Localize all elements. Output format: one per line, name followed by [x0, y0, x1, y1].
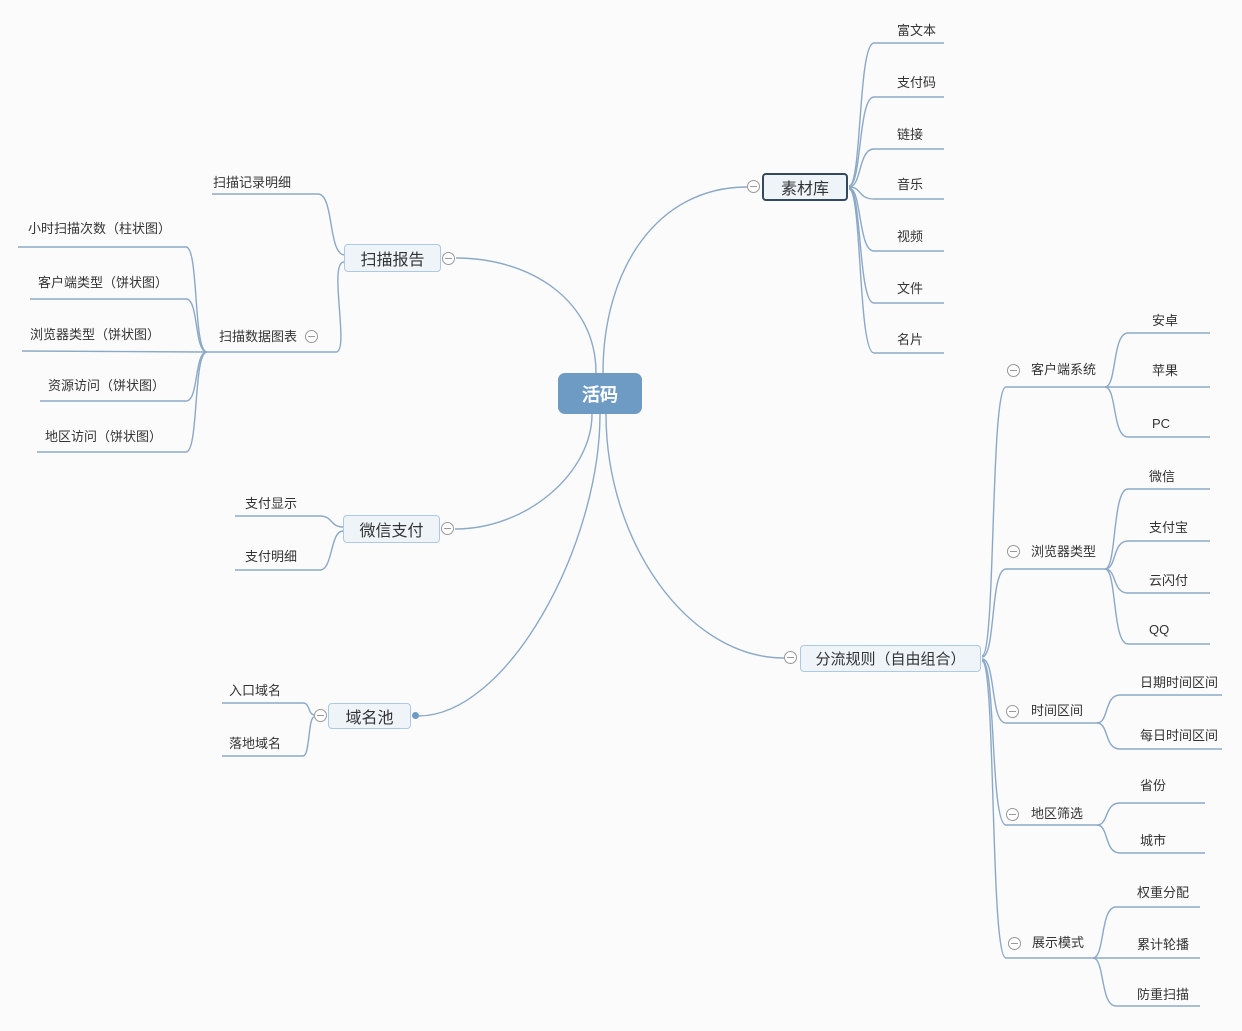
- root-node[interactable]: 活码: [558, 373, 642, 414]
- connector-android: [1104, 332, 1129, 388]
- node-landing-domain[interactable]: 落地域名: [229, 736, 282, 751]
- node-link[interactable]: 链接: [897, 127, 924, 142]
- node-date-range[interactable]: 日期时间区间: [1140, 675, 1219, 690]
- collapse-icon-domain-pool[interactable]: [314, 709, 327, 722]
- node-browser-type[interactable]: 浏览器类型: [1031, 544, 1097, 559]
- collapse-icon-wechat-pay[interactable]: [441, 522, 454, 535]
- node-music[interactable]: 音乐: [897, 177, 924, 192]
- collapse-icon-region-filter[interactable]: [1006, 808, 1019, 821]
- node-split-rules[interactable]: 分流规则（自由组合）: [800, 645, 981, 672]
- connector-pc: [1104, 386, 1129, 438]
- connector-display-mode: [981, 660, 1007, 959]
- node-entry-domain[interactable]: 入口域名: [229, 683, 282, 698]
- connector-card: [848, 188, 875, 354]
- node-alipay[interactable]: 支付宝: [1149, 520, 1189, 535]
- connector-city: [1096, 824, 1121, 854]
- connector-root-scan-report: [455, 257, 597, 374]
- node-time-range[interactable]: 时间区间: [1031, 703, 1084, 718]
- node-pc[interactable]: PC: [1152, 416, 1171, 431]
- collapse-icon-client-system[interactable]: [1007, 364, 1020, 377]
- node-domain-pool[interactable]: 域名池: [328, 703, 411, 729]
- connector-entry-domain: [302, 702, 315, 716]
- node-wechat-pay[interactable]: 微信支付: [343, 515, 440, 543]
- connector-root-material-lib: [602, 186, 748, 374]
- node-region-visit-pie[interactable]: 地区访问（饼状图）: [45, 429, 163, 444]
- connector-weight: [1092, 906, 1117, 959]
- node-scan-report[interactable]: 扫描报告: [344, 244, 441, 272]
- node-client-system[interactable]: 客户端系统: [1031, 362, 1097, 377]
- connector-root-domain-pool: [417, 413, 601, 717]
- connector-client-system: [981, 386, 1007, 657]
- node-display-mode[interactable]: 展示模式: [1032, 935, 1085, 950]
- connector-landing-domain: [302, 716, 315, 757]
- node-android[interactable]: 安卓: [1152, 313, 1179, 328]
- node-video[interactable]: 视频: [897, 229, 924, 244]
- connector-client-type-chart: [185, 298, 208, 353]
- connector-link: [848, 148, 875, 188]
- node-material-lib[interactable]: 素材库: [762, 173, 848, 201]
- connector-alipay: [1104, 540, 1129, 570]
- collapse-icon-material-lib[interactable]: [747, 180, 760, 193]
- connector-pay-code: [848, 96, 875, 187]
- connector-browser-type: [981, 568, 1007, 658]
- collapse-icon-scan-report[interactable]: [442, 252, 455, 265]
- node-client-type-pie[interactable]: 客户端类型（饼状图）: [38, 275, 169, 290]
- node-pay-display[interactable]: 支付显示: [245, 496, 298, 511]
- collapse-icon-time-range[interactable]: [1006, 705, 1019, 718]
- anchor-dot-icon: [412, 712, 419, 719]
- underline-browser-type-chart: [21, 350, 206, 353]
- collapse-icon-split-rules[interactable]: [784, 651, 797, 664]
- collapse-icon-display-mode[interactable]: [1008, 937, 1021, 950]
- node-browser-type-pie[interactable]: 浏览器类型（饼状图）: [30, 327, 161, 342]
- node-pay-code[interactable]: 支付码: [897, 75, 937, 90]
- node-rich-text[interactable]: 富文本: [897, 23, 937, 38]
- connector-hour-scan: [185, 246, 208, 353]
- connector-daily-range: [1096, 722, 1121, 750]
- node-province[interactable]: 省份: [1140, 778, 1167, 793]
- node-file[interactable]: 文件: [897, 281, 924, 296]
- node-weight-assign[interactable]: 权重分配: [1137, 885, 1190, 900]
- node-city[interactable]: 城市: [1140, 833, 1167, 848]
- node-qq[interactable]: QQ: [1149, 622, 1170, 637]
- connector-pay-display: [319, 515, 344, 528]
- connector-scan-record-detail: [317, 193, 345, 256]
- node-scan-record-detail[interactable]: 扫描记录明细: [213, 175, 292, 190]
- connector-qq: [1104, 568, 1129, 645]
- connector-time-range: [981, 658, 1007, 724]
- connector-scan-data-charts: [335, 261, 345, 353]
- node-apple[interactable]: 苹果: [1152, 363, 1179, 378]
- connector-video: [848, 187, 875, 252]
- connector-file: [848, 187, 875, 304]
- node-pay-detail[interactable]: 支付明细: [245, 549, 298, 564]
- connector-pay-detail: [319, 530, 344, 571]
- connector-root-split-rules: [605, 413, 785, 659]
- node-card[interactable]: 名片: [897, 332, 924, 347]
- node-resource-visit-pie[interactable]: 资源访问（饼状图）: [48, 378, 166, 393]
- connector-antidup: [1092, 957, 1117, 1007]
- node-anti-dup-scan[interactable]: 防重扫描: [1137, 987, 1190, 1002]
- connector-rich-text: [848, 42, 875, 187]
- connector-music: [848, 186, 875, 200]
- node-carousel[interactable]: 累计轮播: [1137, 937, 1190, 952]
- node-region-filter[interactable]: 地区筛选: [1031, 806, 1084, 821]
- node-wechat[interactable]: 微信: [1149, 469, 1176, 484]
- collapse-icon-scan-data-charts[interactable]: [305, 330, 318, 343]
- connector-date-range: [1096, 694, 1121, 724]
- node-hour-scan-bar[interactable]: 小时扫描次数（柱状图）: [28, 221, 172, 236]
- node-daily-range[interactable]: 每日时间区间: [1140, 728, 1219, 743]
- connector-root-wechat-pay: [454, 413, 593, 530]
- connector-province: [1096, 802, 1121, 826]
- connector-region-visit: [185, 351, 208, 453]
- collapse-icon-browser-type[interactable]: [1007, 545, 1020, 558]
- node-unionpay[interactable]: 云闪付: [1149, 573, 1189, 588]
- node-scan-data-charts[interactable]: 扫描数据图表: [219, 329, 298, 344]
- connector-wechat: [1104, 488, 1129, 570]
- connector-region-filter: [981, 659, 1007, 826]
- connectors: [18, 42, 1222, 1007]
